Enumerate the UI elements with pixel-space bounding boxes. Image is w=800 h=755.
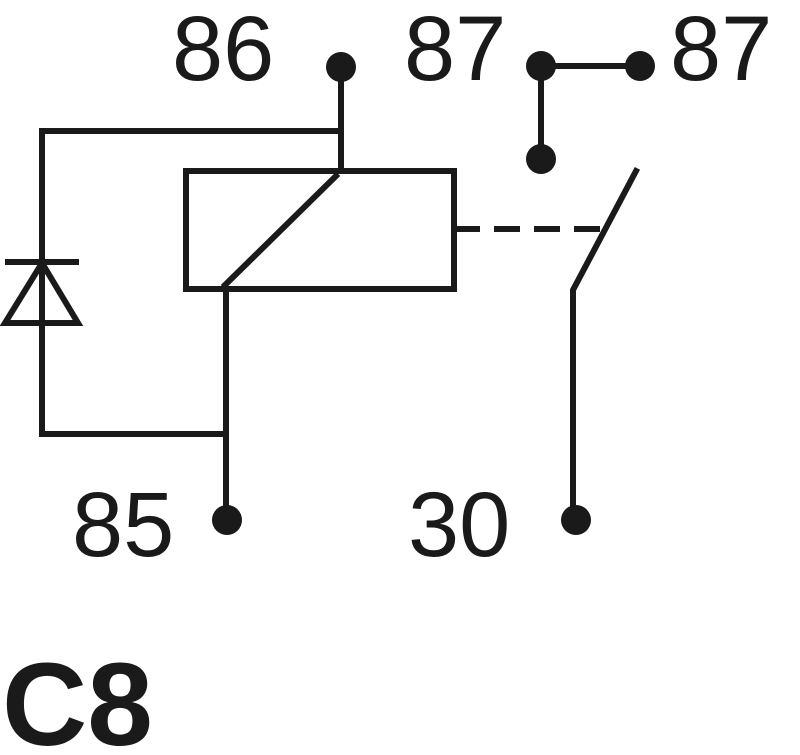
switch-arm-wire: [570, 166, 641, 523]
pin-85-terminal: [212, 505, 242, 535]
pin-30-label: 30: [408, 474, 510, 576]
pin-87-right-label: 87: [670, 0, 772, 100]
pin-87-left-label: 87: [404, 0, 506, 100]
diode-triangle: [0, 257, 84, 326]
relay-coil-diagonal: [220, 171, 341, 290]
pin-87-left-terminal: [526, 51, 556, 81]
pin-87-contact-wire: [538, 63, 643, 161]
pin-86-terminal: [326, 52, 356, 82]
pin-30-terminal: [561, 505, 591, 535]
pin-86-label: 86: [172, 0, 274, 100]
relay-code-label: C8: [2, 639, 153, 755]
pin-87-contact-terminal: [526, 144, 556, 174]
pin-87-right-terminal: [625, 51, 655, 81]
diode-branch-wire: [39, 128, 344, 437]
pin-85-label: 85: [72, 474, 174, 576]
